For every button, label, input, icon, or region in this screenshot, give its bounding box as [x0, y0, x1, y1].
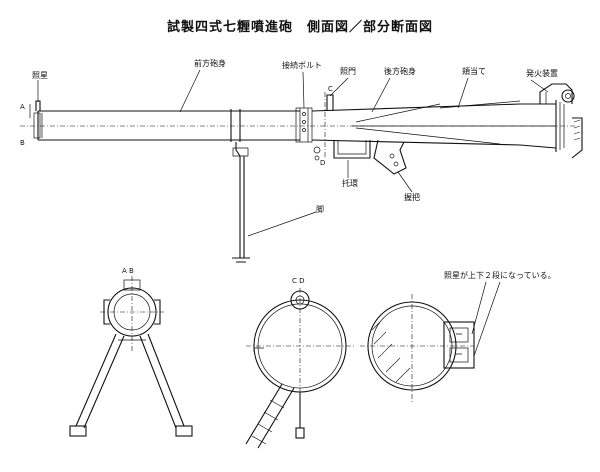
double-sight-block — [443, 321, 475, 369]
muzzle-cap — [33, 112, 41, 139]
section-cd-view — [245, 288, 354, 449]
label-section-cd: C D — [292, 277, 305, 285]
label-front-barrel: 前方砲身 — [194, 59, 226, 68]
firing-device — [539, 83, 573, 104]
leader-lines — [37, 69, 549, 237]
grip — [373, 139, 407, 175]
label-carry-handle: 托環 — [342, 179, 358, 188]
bipod-right-leg — [139, 333, 185, 429]
rear-sight-post — [326, 94, 334, 111]
label-bipod: 脚 — [316, 205, 324, 214]
joint-collar — [295, 107, 313, 143]
label-connecting-bolt: 接続ボルト — [282, 61, 322, 70]
bipod-left-leg — [75, 333, 125, 429]
diagram-title: 試製四式七糎噴進砲 側面図／部分断面図 — [166, 20, 433, 35]
rear-section-view — [360, 294, 475, 404]
label-grip: 握把 — [404, 193, 420, 202]
label-breech: 照門 — [340, 67, 356, 76]
section-mark-a: A — [20, 103, 25, 111]
label-firing-device: 発火装置 — [526, 69, 558, 78]
clamp-band — [230, 109, 241, 142]
rear-stock — [571, 117, 583, 159]
front-barrel-outline — [38, 110, 300, 141]
section-cd-sight-ring — [290, 290, 310, 310]
section-ab-view — [69, 276, 193, 437]
rear-barrel-outline — [311, 103, 557, 149]
carry-handle — [333, 140, 371, 159]
side-view — [20, 83, 583, 263]
label-rear-barrel: 後方砲身 — [384, 67, 416, 76]
section-mark-c: C — [328, 85, 333, 93]
section-cd-grip — [245, 383, 295, 449]
section-mark-b: B — [20, 139, 25, 147]
bipod-leg — [235, 142, 241, 258]
label-shoulder-rest: 頬当て — [462, 67, 486, 76]
label-sight-note: 照星が上下２段になっている。 — [444, 271, 556, 280]
front-sight — [35, 100, 41, 111]
label-section-ab: A B — [122, 267, 134, 275]
section-mark-d: D — [320, 159, 326, 167]
label-front-sight: 照星 — [32, 71, 48, 80]
